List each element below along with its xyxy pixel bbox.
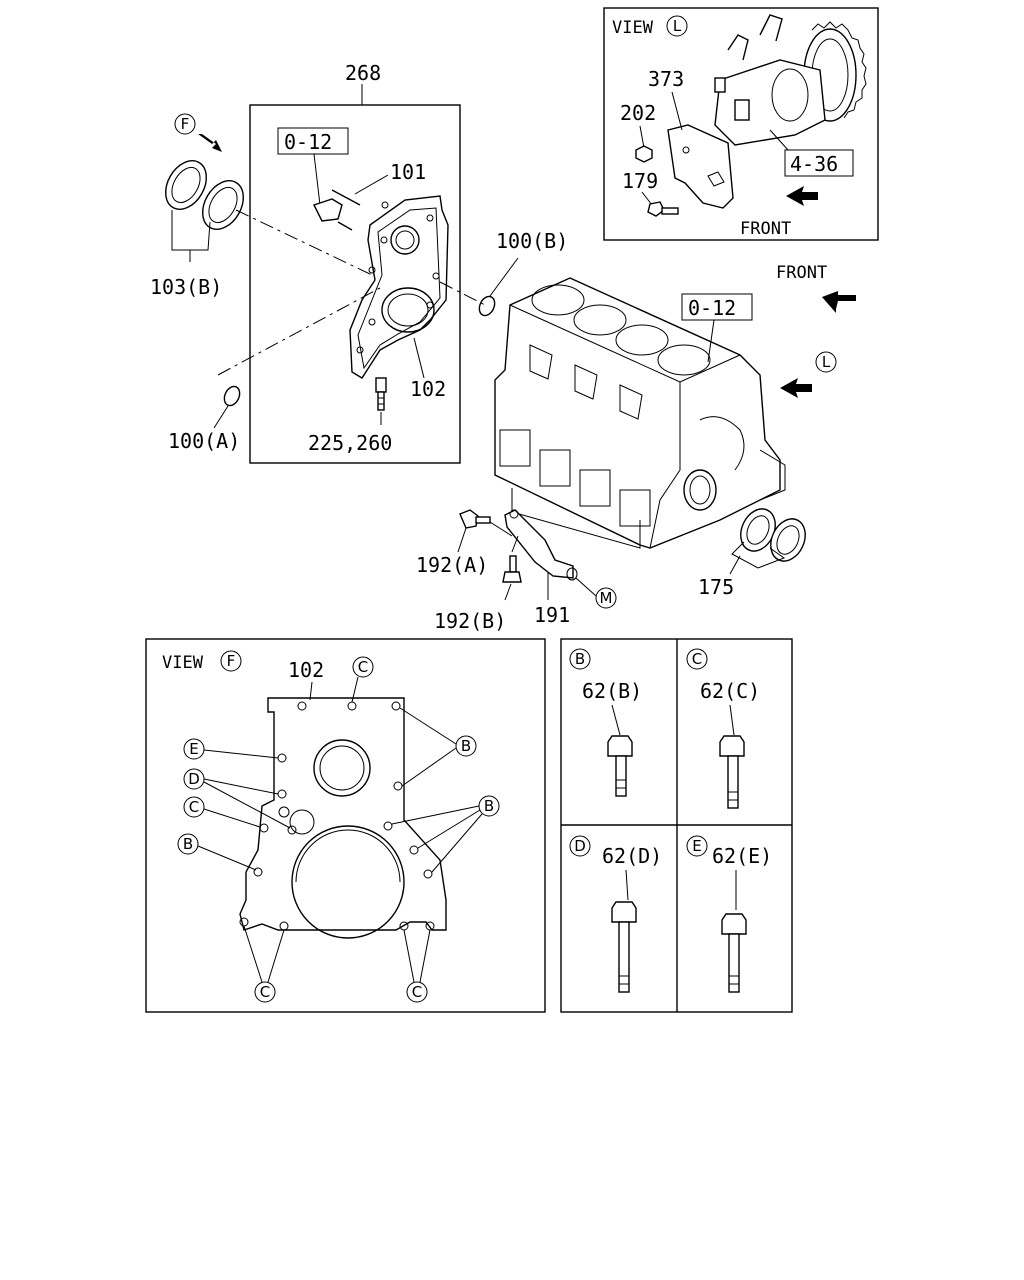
rear-oil-seal-pair-175 [740,508,806,562]
label-100a: 100(A) [168,429,240,453]
marker-L-inset [666,15,688,37]
oil-seal-pair-103b [165,160,244,230]
label-0-12-block: 0-12 [688,296,736,320]
marker-B-right-top: B [455,735,477,757]
injection-pump [714,14,867,146]
marker-B-left: B [177,833,199,855]
view-L-arrow [780,378,812,398]
ref-box-4-36 [784,149,854,177]
label-62d: 62(D) [602,844,662,868]
marker-D: D [183,768,205,790]
svg-text:L: L [822,353,831,371]
svg-text:B: B [461,737,471,755]
svg-text:B: B [575,650,585,668]
front-arrow-main [822,291,856,313]
bolt-cell-62b: B 62(B) [569,648,642,797]
front-cover-102 [349,195,449,379]
view-F-title: VIEW [162,653,204,673]
svg-text:L: L [673,17,682,35]
label-front-main: FRONT [776,263,827,283]
svg-text:B: B [484,797,494,815]
label-373: 373 [648,67,684,91]
marker-C-bottom-left: C [254,981,276,1003]
bolt-cell-62c: C 62(C) [686,648,760,809]
view-F-panel-frame [145,638,546,1013]
cylinder-block [494,277,786,549]
label-175: 175 [698,575,734,599]
marker-C-left: C [183,796,205,818]
view-L-title: VIEW [612,18,654,38]
bolt-cell-62e: E 62(E) [686,835,772,993]
marker-C-bottom-right: C [406,981,428,1003]
label-62e: 62(E) [712,844,772,868]
label-191: 191 [534,603,570,627]
svg-text:D: D [574,837,586,855]
o-ring-100b [478,295,496,317]
label-102-view-F: 102 [288,658,324,682]
label-192b: 192(B) [434,609,506,633]
label-268: 268 [345,61,381,85]
label-0-12-top: 0-12 [284,130,332,154]
bolt-179 [647,201,679,217]
nut-202 [635,145,653,163]
bolt-cell-62d: D 62(D) [569,835,662,993]
label-100b: 100(B) [496,229,568,253]
front-arrow-inset [786,186,818,206]
view-L-inset-frame [603,7,879,241]
label-192a: 192(A) [416,553,488,577]
marker-E: E [183,738,205,760]
o-ring-100a [223,385,241,407]
label-225-260: 225,260 [308,431,392,455]
bracket-191 [504,509,578,581]
front-cover-view-F [239,697,447,939]
svg-text:B: B [183,835,193,853]
pump-bracket [667,124,734,209]
svg-text:D: D [188,770,200,788]
label-103b: 103(B) [150,275,222,299]
svg-text:M: M [600,589,613,607]
marker-F-top [174,113,196,135]
marker-M [595,587,617,609]
svg-text:E: E [189,740,198,758]
svg-text:C: C [412,983,422,1001]
marker-F-view [220,650,242,672]
svg-text:C: C [189,798,199,816]
marker-L-main [815,351,837,373]
label-101: 101 [390,160,426,184]
label-front-inset: FRONT [740,219,791,239]
svg-text:F: F [181,115,190,133]
svg-text:E: E [692,837,701,855]
label-202: 202 [620,101,656,125]
marker-B-right-mid: B [478,795,500,817]
stud-101 [313,189,361,231]
ref-box-0-12-block [681,293,753,321]
bolt-225-260 [375,377,387,411]
svg-text:C: C [260,983,270,1001]
label-4-36: 4-36 [790,152,838,176]
svg-text:C: C [358,658,368,676]
bolt-192b [502,555,522,583]
svg-text:F: F [227,652,236,670]
svg-text:C: C [692,650,702,668]
label-179: 179 [622,169,658,193]
view-F-arrow [198,134,222,152]
label-62c: 62(C) [700,679,760,703]
bolt-192a [459,509,491,529]
label-102: 102 [410,377,446,401]
label-62b: 62(B) [582,679,642,703]
marker-C-top: C [352,656,374,678]
ref-box-0-12-top [277,127,349,155]
group-268-frame [249,104,461,464]
